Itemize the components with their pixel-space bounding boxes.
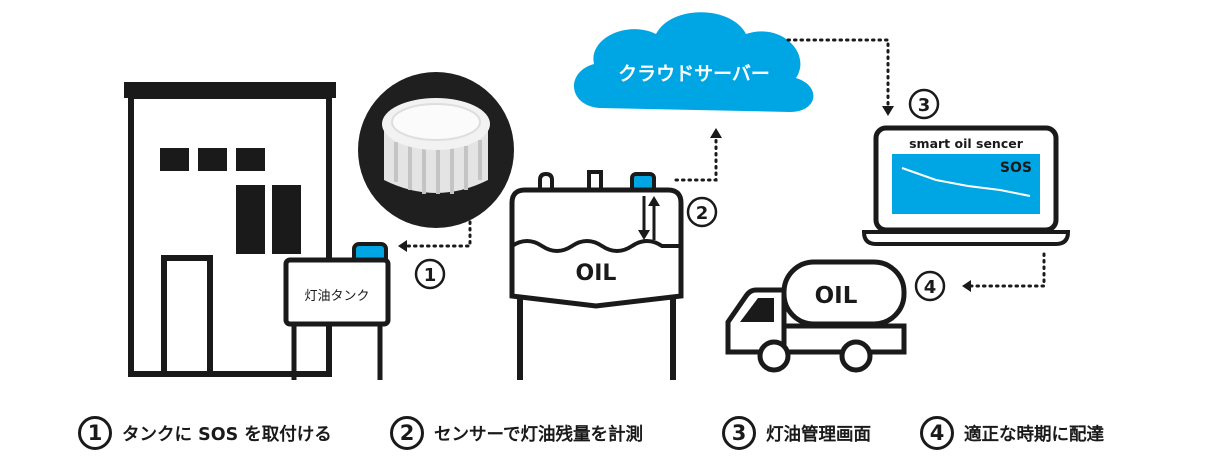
arrowhead-left — [962, 280, 971, 292]
sensor-photo — [358, 72, 514, 228]
legend-item-3: 3 灯油管理画面 — [722, 408, 871, 458]
building-window — [236, 148, 265, 171]
home-tank-body — [283, 257, 391, 327]
laptop-title: smart oil sencer — [909, 136, 1024, 151]
truck-wheel — [757, 339, 791, 373]
flow-arrow-tank-to-cloud — [674, 138, 718, 182]
sensor-cap-ridges — [394, 140, 482, 194]
step-marker-4-num: 4 — [924, 277, 937, 298]
tank-vent-right — [587, 170, 603, 192]
step-marker-3 — [908, 88, 940, 120]
step-marker-1-num: 1 — [424, 265, 437, 286]
flow-arrows — [404, 38, 1046, 288]
cloud-label: クラウドサーバー — [618, 63, 770, 85]
tank-vent-left — [538, 171, 554, 190]
level-arrow-down-head — [638, 230, 650, 240]
legend-number: 4 — [920, 416, 954, 450]
building-window — [198, 148, 227, 171]
building — [124, 82, 336, 377]
big-oil-tank: OIL — [509, 170, 684, 380]
arrowhead-down — [882, 106, 894, 116]
truck-label: OIL — [815, 283, 858, 309]
building-window — [160, 148, 189, 171]
step-legend: 1 タンクに SOS を取付ける 2 センサーで灯油残量を計測 3 灯油管理画面… — [0, 408, 1210, 458]
legend-item-1: 1 タンクに SOS を取付ける — [78, 408, 332, 458]
big-tank-label: OIL — [576, 261, 617, 286]
level-arrow-up-head — [648, 196, 660, 206]
legend-number: 1 — [78, 416, 112, 450]
step-marker-3-num: 3 — [918, 95, 931, 116]
flow-arrow-cloud-to-laptop — [786, 38, 890, 108]
laptop: smart oil sencer SOS — [861, 125, 1071, 246]
legend-text: センサーで灯油残量を計測 — [434, 424, 643, 445]
step-markers: 1 2 3 4 — [414, 88, 946, 302]
oil-level-wave — [510, 239, 681, 253]
tank-body — [509, 187, 684, 309]
laptop-screen — [892, 154, 1040, 214]
step-marker-1 — [414, 258, 446, 290]
arrowhead-left — [398, 240, 407, 252]
sensor-cap-top-rim — [391, 103, 481, 141]
flow-arrowheads — [398, 106, 971, 292]
step-marker-2 — [686, 196, 718, 228]
legend-text: タンクに SOS を取付ける — [122, 424, 332, 445]
truck-cab-window — [740, 298, 774, 322]
truck-wheel — [839, 339, 873, 373]
home-tank-label: 灯油タンク — [304, 289, 369, 304]
truck-chassis — [728, 323, 907, 355]
flow-arrow-sensor-to-tank — [404, 220, 472, 248]
oil-level-trend-line — [901, 167, 1031, 197]
arrowhead-up — [710, 128, 722, 138]
legend-text: 灯油管理画面 — [766, 424, 871, 445]
step-marker-4 — [914, 270, 946, 302]
flow-arrow-laptop-to-truck — [968, 252, 1046, 288]
step-marker-2-num: 2 — [696, 203, 709, 224]
legend-number: 3 — [722, 416, 756, 450]
legend-item-2: 2 センサーで灯油残量を計測 — [390, 408, 643, 458]
building-window — [272, 185, 301, 254]
laptop-base — [861, 230, 1071, 246]
cloud-shape — [574, 12, 814, 113]
legend-number: 2 — [390, 416, 424, 450]
building-door — [161, 255, 213, 377]
building-window — [236, 185, 265, 254]
tank-truck: OIL — [725, 259, 907, 373]
cloud-server: クラウドサーバー — [574, 12, 814, 113]
home-kerosene-tank: 灯油タンク — [283, 242, 391, 380]
laptop-screen-label: SOS — [1000, 160, 1032, 176]
legend-text: 適正な時期に配達 — [964, 424, 1104, 445]
legend-item-4: 4 適正な時期に配達 — [920, 408, 1104, 458]
